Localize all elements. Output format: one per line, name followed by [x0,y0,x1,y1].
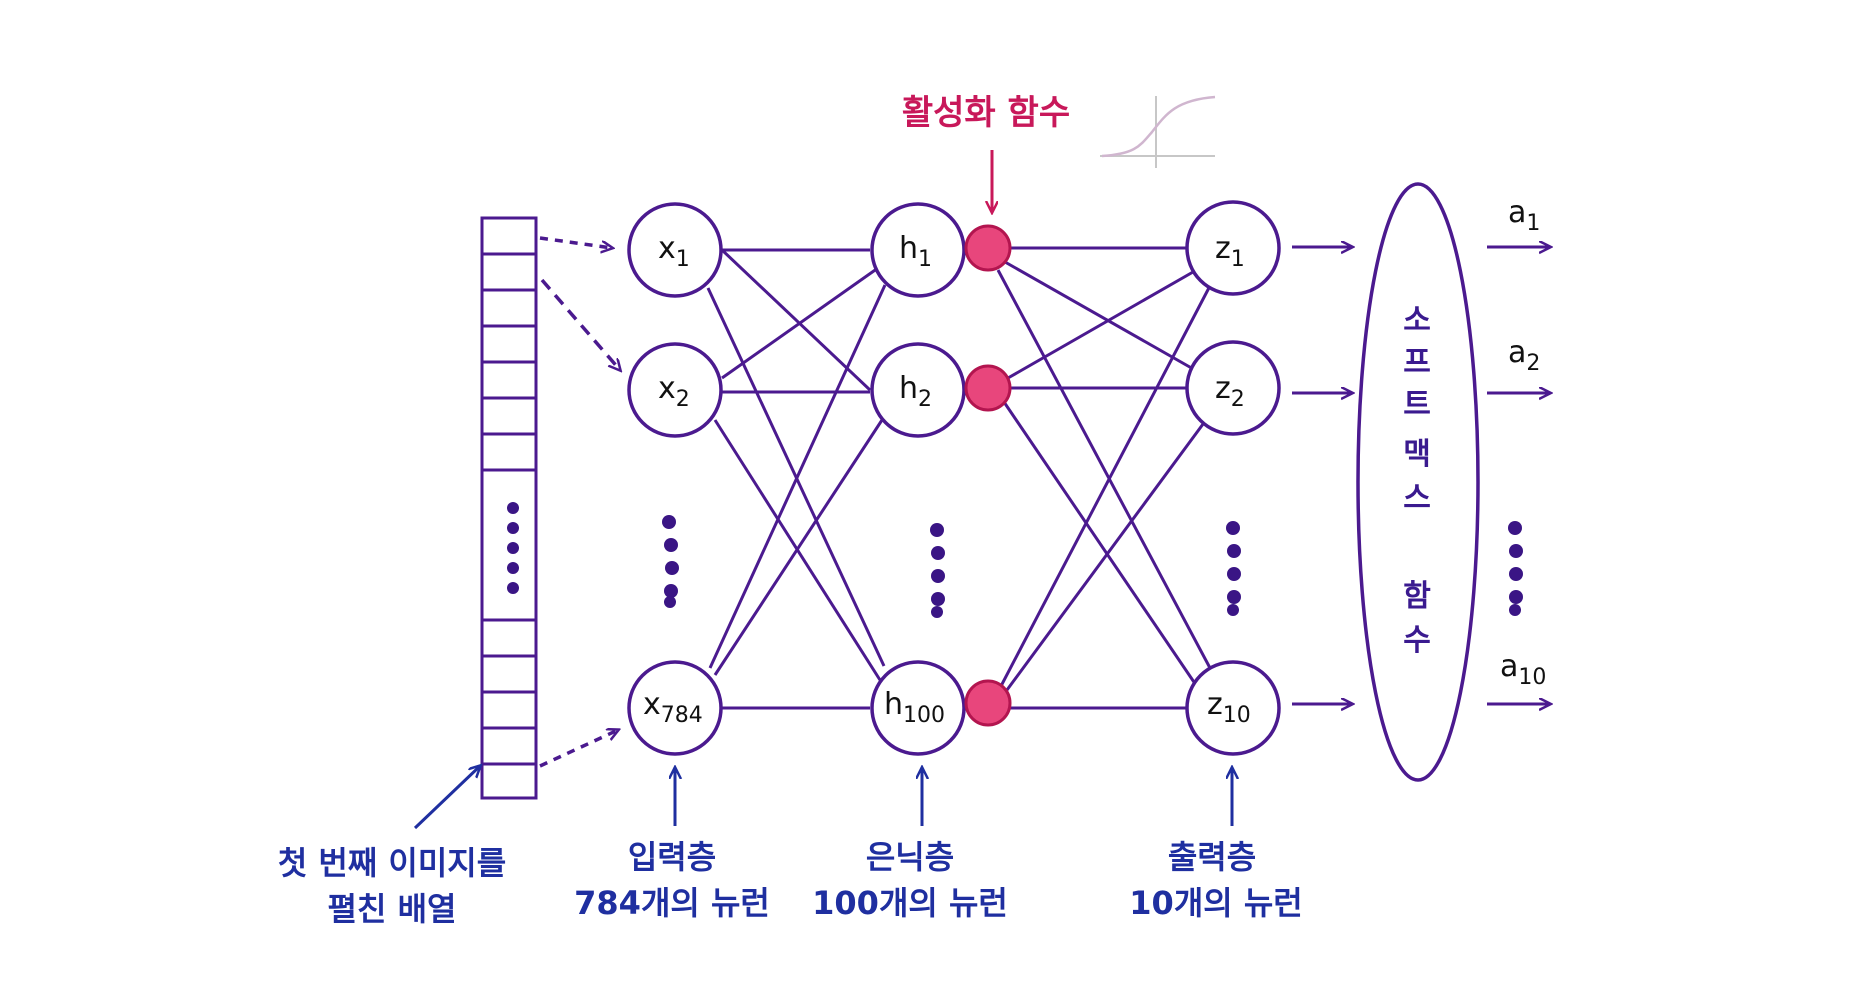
activation-dots [964,224,1012,727]
hidden-node-h2 [870,342,966,438]
node-label-x1: x1 [658,231,690,272]
edge-a2-z1 [1007,266,1201,380]
edge-a1-z10 [996,269,1212,669]
edge-x2-h1 [721,266,879,380]
hidden-node-h100 [870,660,966,756]
array-ellipsis-dots [507,502,519,594]
node-label-x2: x2 [658,371,690,412]
node-label-z1: z1 [1215,231,1245,272]
node-label-h1: h1 [899,231,932,272]
input-layer-ellipsis [662,515,679,608]
output-labels: a1 a2 a10 [1500,195,1546,690]
output-layer-ellipsis [1226,521,1241,616]
output-node-z2 [1185,340,1281,436]
layer-caption-arrows [413,766,1232,830]
edge-a100-z2 [1002,419,1208,695]
hidden-layer-caption-line1: 은닉층 [866,838,954,876]
activation-dot-h1 [964,224,1012,272]
output-node-z1 [1185,200,1281,296]
node-label-z2: z2 [1215,371,1245,412]
output-to-softmax-arrows [1292,247,1352,704]
softmax-char-4: 맥 [1403,437,1431,472]
neuron-nodes [627,200,1281,756]
input-node-x2 [627,342,723,438]
edge-a2-z10 [1002,401,1200,689]
arrow-array-caption [413,766,480,830]
array-caption-line1: 첫 번째 이미지를 [278,844,506,882]
output-layer-caption-line1: 출력층 [1168,838,1256,876]
flattened-image-array [480,216,538,800]
softmax-label: 소 프 트 맥 스 함 수 [1403,303,1431,658]
activation-dot-h2 [964,364,1012,412]
node-label-h2: h2 [899,371,932,412]
softmax-char-8: 수 [1403,623,1431,658]
output-layer-caption-line2: 10개의 뉴런 [1129,884,1302,922]
layer-ellipsis-dots [662,515,1523,618]
input-layer-caption-line1: 입력층 [628,838,716,876]
softmax-function-ellipse [1356,182,1480,782]
input-layer-caption-line2: 784개의 뉴런 [574,884,770,922]
softmax-output-ellipsis [1508,521,1523,616]
softmax-char-2: 프 [1403,345,1431,380]
captions: 첫 번째 이미지를 펼친 배열 입력층 784개의 뉴런 은닉층 100개의 뉴… [278,838,1303,928]
softmax-char-7: 함 [1403,579,1431,614]
softmax-char-1: 소 [1403,303,1431,338]
input-node-x1 [627,202,723,298]
softmax-output-arrows [1487,247,1550,704]
output-label-a1: a1 [1508,195,1540,236]
edge-x784-h1 [708,284,887,669]
output-label-a2: a2 [1508,335,1540,376]
dotted-arrow-to-x784 [539,730,618,768]
softmax-char-3: 트 [1403,387,1431,422]
output-label-a10: a10 [1500,649,1546,690]
node-label-h100: h100 [884,687,945,728]
hidden-layer-ellipsis [930,523,945,618]
node-label-z10: z10 [1207,687,1251,728]
edge-x784-h2 [713,419,884,676]
array-caption-line2: 펼친 배열 [328,890,457,928]
activation-dot-h100 [964,679,1012,727]
output-node-z10 [1185,660,1281,756]
edge-x1-h2 [720,248,872,392]
node-label-x784: x784 [643,687,703,728]
softmax-char-5: 스 [1403,481,1431,516]
array-cells-bottom [482,618,536,766]
input-node-x784 [627,660,723,756]
dotted-arrow-to-x1 [539,236,612,248]
hidden-layer-caption-line2: 100개의 뉴런 [812,884,1008,922]
dotted-arrow-to-x2 [540,278,620,370]
array-to-input-arrows [539,236,620,768]
edge-a100-z1 [998,281,1214,689]
array-cells-top [482,252,536,472]
edge-a1-z2 [1004,260,1196,372]
node-labels: x1 x2 x784 h1 h2 h100 z1 z2 z10 [643,231,1251,728]
activation-function-label: 활성화 함수 [902,93,1070,133]
hidden-node-h1 [870,202,966,298]
connections [706,246,1214,710]
sigmoid-curve-icon [1100,95,1216,168]
